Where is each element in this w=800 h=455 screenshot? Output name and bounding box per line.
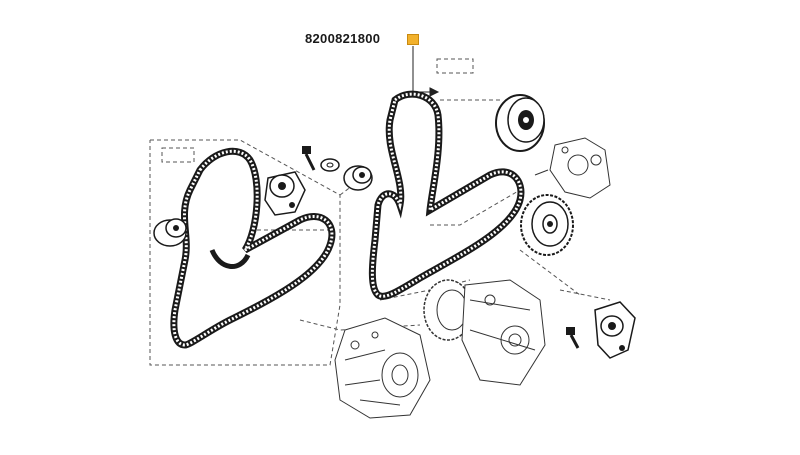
crankshaft-pulley (520, 194, 574, 256)
alternator (334, 317, 431, 419)
roller (343, 165, 373, 191)
belt-small (170, 147, 336, 349)
pump-body (534, 137, 611, 199)
bolt-right (566, 327, 580, 349)
power-steering-pump-pulley (495, 94, 545, 152)
idler-pulley (153, 218, 187, 247)
bolt (302, 146, 316, 171)
washer (320, 158, 340, 172)
ac-compressor (423, 279, 546, 386)
reference-badge[interactable] (407, 34, 419, 45)
part-number-label[interactable]: 8200821800 (305, 31, 381, 46)
tensioner-left (264, 171, 306, 216)
tensioner-right (594, 301, 636, 359)
belt-large (368, 90, 525, 300)
leader-line (412, 46, 440, 97)
left-group-frame (149, 139, 341, 366)
